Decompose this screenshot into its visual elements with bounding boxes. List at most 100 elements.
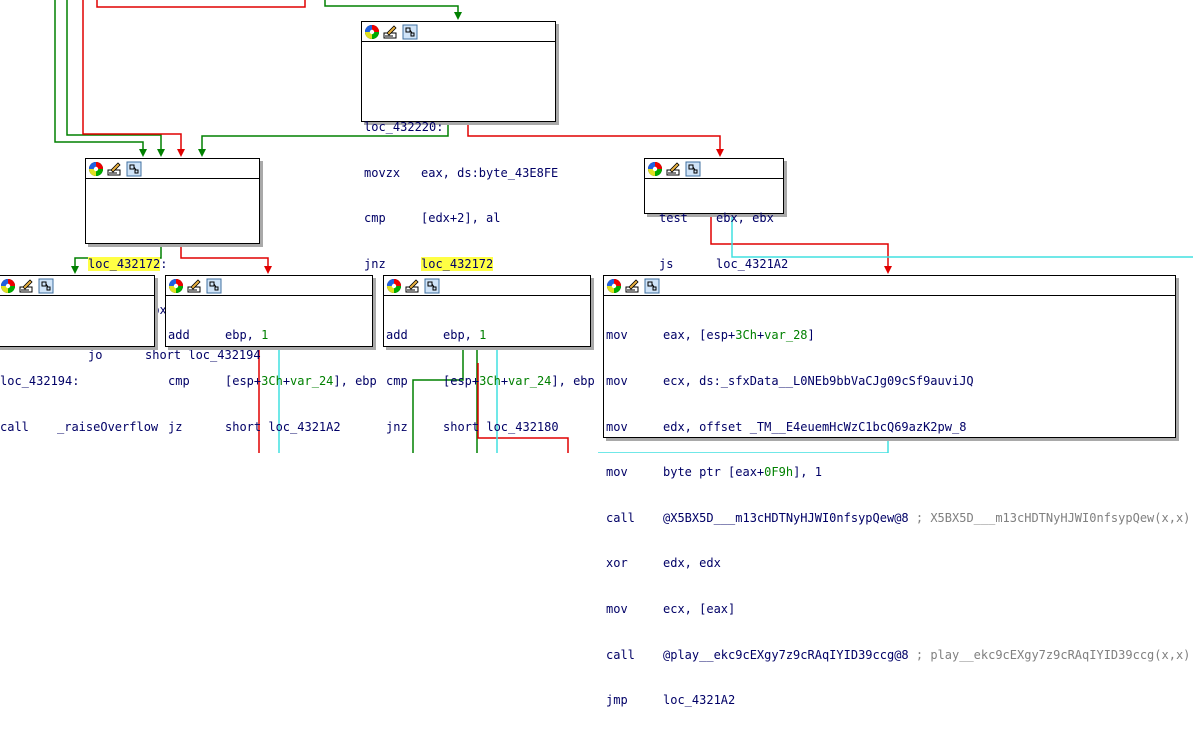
- label-colon: :: [160, 257, 168, 271]
- code-block-loc-432194[interactable]: loc_432194: call _raiseOverflow: [0, 275, 158, 434]
- operands[interactable]: loc_4321A2: [663, 693, 736, 708]
- block-code: loc_432220: movzx eax, ds:byte_43E8FE cmp…: [362, 42, 559, 304]
- graph-xref-icon[interactable]: [206, 278, 222, 294]
- color-wheel-icon[interactable]: [168, 278, 184, 294]
- operands[interactable]: @X5BX5D___m13cHDTNyHJWI0nfsypQew@8: [663, 510, 909, 525]
- operands[interactable]: eax, [esp+: [663, 328, 736, 343]
- edge-false: [96, 0, 306, 8]
- operands[interactable]: [esp+: [443, 374, 480, 388]
- edge-uncond: [598, 438, 889, 453]
- graph-xref-icon[interactable]: [126, 161, 142, 177]
- edit-rename-icon[interactable]: [187, 278, 203, 294]
- operands[interactable]: loc_4321A2: [716, 257, 789, 271]
- operands[interactable]: ebp,: [225, 328, 262, 343]
- edge-true: [54, 0, 144, 155]
- edit-rename-icon[interactable]: [625, 278, 641, 294]
- code-line: loc_432172:: [88, 257, 257, 272]
- mnemonic: mov: [606, 419, 628, 434]
- operator: +: [282, 374, 291, 388]
- edit-rename-icon[interactable]: [19, 278, 35, 294]
- operands[interactable]: short loc_432180: [443, 419, 559, 434]
- code-line: cmp [edx+2], al: [364, 211, 553, 226]
- color-wheel-icon[interactable]: [606, 278, 622, 294]
- operands[interactable]: byte ptr [eax+: [663, 465, 765, 480]
- color-wheel-icon[interactable]: [88, 161, 104, 177]
- code-line: jo short loc_432194: [88, 348, 261, 363]
- code-block-loc-432220[interactable]: loc_432220: movzx eax, ds:byte_43E8FE cmp…: [361, 21, 558, 271]
- location-label[interactable]: loc_432194:: [0, 374, 80, 388]
- offset-value: 0F9h: [764, 465, 794, 480]
- edge-uncond: [731, 214, 1193, 258]
- operands[interactable]: [esp+: [225, 374, 262, 388]
- graph-xref-icon[interactable]: [424, 278, 440, 294]
- code-line: mov edx, offset _TM__E4euemHcWzC1bcQ69azK…: [606, 420, 1173, 435]
- operands[interactable]: [edx+2], al: [421, 211, 501, 226]
- operands[interactable]: short loc_4321A2: [225, 419, 341, 434]
- mnemonic: cmp: [364, 211, 386, 226]
- graph-xref-icon[interactable]: [402, 24, 418, 40]
- code-line: call@play__ekc9cEXgy7z9cRAqIYID39ccg@8 ;…: [606, 647, 1190, 663]
- location-label[interactable]: loc_432220:: [364, 120, 444, 134]
- operands[interactable]: _raiseOverflow: [57, 419, 159, 434]
- color-wheel-icon[interactable]: [364, 24, 380, 40]
- immediate-value: 1: [261, 328, 269, 343]
- color-wheel-icon[interactable]: [647, 161, 663, 177]
- operands-tail: ], 1: [793, 465, 822, 480]
- code-line: jnz loc_432172: [364, 256, 553, 272]
- operands[interactable]: @play__ekc9cEXgy7z9cRAqIYID39ccg@8: [663, 647, 909, 662]
- operands[interactable]: ebp,: [443, 328, 480, 343]
- graph-xref-icon[interactable]: [644, 278, 660, 294]
- graph-edges: [54, 0, 1193, 453]
- graph-xref-icon[interactable]: [38, 278, 54, 294]
- operands[interactable]: short loc_432194: [145, 348, 261, 363]
- edit-rename-icon[interactable]: [405, 278, 421, 294]
- edge-true: [201, 122, 449, 155]
- edge-false: [477, 363, 569, 453]
- code-line: call@X5BX5D___m13cHDTNyHJWI0nfsypQew@8 ;…: [606, 510, 1190, 526]
- operands[interactable]: ecx, [eax]: [663, 601, 736, 616]
- operands[interactable]: eax, ds:byte_43E8FE: [421, 165, 559, 180]
- location-label[interactable]: loc_432172: [88, 257, 161, 271]
- mnemonic: cmp: [168, 374, 190, 388]
- color-wheel-icon[interactable]: [0, 278, 16, 294]
- block-code: loc_432194: call _raiseOverflow: [0, 296, 158, 467]
- operands[interactable]: edx, edx: [663, 556, 721, 571]
- block-header: [86, 159, 259, 179]
- operands[interactable]: edx, offset _TM__E4euemHcWzC1bcQ69azK2pw…: [663, 419, 967, 434]
- edit-rename-icon[interactable]: [107, 161, 123, 177]
- mnemonic: call: [0, 419, 29, 434]
- operands[interactable]: ebx, ebx: [716, 211, 774, 226]
- edit-rename-icon[interactable]: [666, 161, 682, 177]
- edge-false: [180, 244, 269, 272]
- block-header: [604, 276, 1175, 296]
- mnemonic: jz: [168, 419, 183, 434]
- arrowhead: [71, 266, 79, 274]
- stack-variable[interactable]: var_24: [508, 374, 552, 388]
- code-line: loc_432194:: [0, 374, 152, 389]
- color-wheel-icon[interactable]: [386, 278, 402, 294]
- arrowhead: [198, 149, 206, 157]
- mnemonic: jnz: [364, 256, 386, 271]
- mnemonic: movzx: [364, 165, 401, 180]
- edit-rename-icon[interactable]: [383, 24, 399, 40]
- mnemonic: jo: [88, 348, 103, 363]
- block-header: [384, 276, 590, 296]
- operands[interactable]: ecx, ds:_sfxData__L0NEb9bbVaCJg09cSf9auv…: [663, 374, 974, 388]
- arrowhead: [884, 266, 892, 274]
- graph-xref-icon[interactable]: [685, 161, 701, 177]
- stack-variable[interactable]: var_24: [290, 374, 334, 388]
- mnemonic: js: [659, 257, 674, 271]
- stack-variable[interactable]: var_28: [764, 328, 808, 343]
- highlighted-operand[interactable]: loc_432172: [421, 256, 494, 271]
